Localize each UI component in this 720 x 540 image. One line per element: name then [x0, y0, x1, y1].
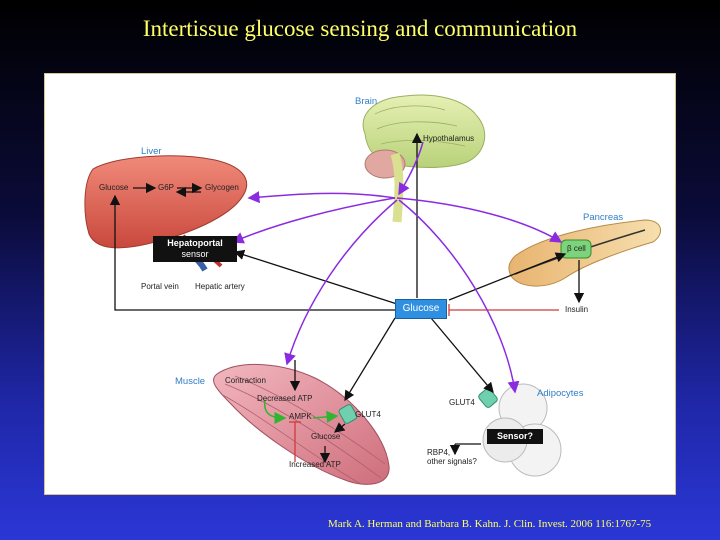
- label-insulin: Insulin: [565, 305, 589, 314]
- label-increased-atp: Increased ATP: [289, 460, 341, 469]
- label-liver-glucose: Glucose: [99, 183, 129, 192]
- label-muscle: Muscle: [175, 376, 206, 387]
- brain-illustration: [362, 94, 486, 223]
- label-adipocytes: Adipocytes: [537, 388, 584, 399]
- hepatoportal-sensor-box: Hepatoportal sensor: [153, 236, 237, 262]
- label-brain: Brain: [355, 96, 378, 107]
- green-arrows: [263, 399, 339, 424]
- label-muscle-glucose: Glucose: [311, 432, 341, 441]
- glucose-center-box: Glucose: [395, 299, 447, 319]
- diagram-figure: Brain Liver Pancreas Muscle Adipocytes H…: [44, 73, 676, 495]
- label-beta-cell: β cell: [567, 244, 586, 253]
- label-rbp4-line1: RBP4,: [427, 448, 451, 457]
- slide-title: Intertissue glucose sensing and communic…: [142, 16, 578, 41]
- label-muscle-glut4: GLUT4: [355, 410, 381, 419]
- black-arrows: [109, 132, 585, 464]
- sensor-box: Sensor?: [487, 429, 543, 444]
- label-rbp4: RBP4, other signals?: [427, 448, 477, 466]
- label-decreased-atp: Decreased ATP: [257, 394, 313, 403]
- label-rbp4-line2: other signals?: [427, 457, 477, 466]
- label-pancreas: Pancreas: [583, 212, 624, 223]
- label-liver: Liver: [141, 146, 162, 157]
- label-ampk: AMPK: [289, 412, 312, 421]
- label-portal-vein: Portal vein: [141, 282, 179, 291]
- muscle-illustration: [213, 364, 390, 485]
- label-adipo-glut4: GLUT4: [449, 398, 475, 407]
- purple-arrows: [231, 141, 563, 394]
- inhibition-lines: [289, 304, 559, 462]
- label-contraction: Contraction: [225, 376, 266, 385]
- label-g6p: G6P: [158, 183, 175, 192]
- hepatoportal-sensor-line1: Hepatoportal: [167, 238, 223, 248]
- hepatoportal-sensor-line2: sensor: [181, 249, 209, 259]
- label-hypothalamus: Hypothalamus: [423, 134, 475, 143]
- citation: Mark A. Herman and Barbara B. Kahn. J. C…: [328, 518, 652, 530]
- diagram-canvas: [84, 94, 661, 485]
- pancreas-illustration: [508, 219, 661, 287]
- label-hepatic-artery: Hepatic artery: [195, 282, 245, 291]
- label-glycogen: Glycogen: [205, 183, 239, 192]
